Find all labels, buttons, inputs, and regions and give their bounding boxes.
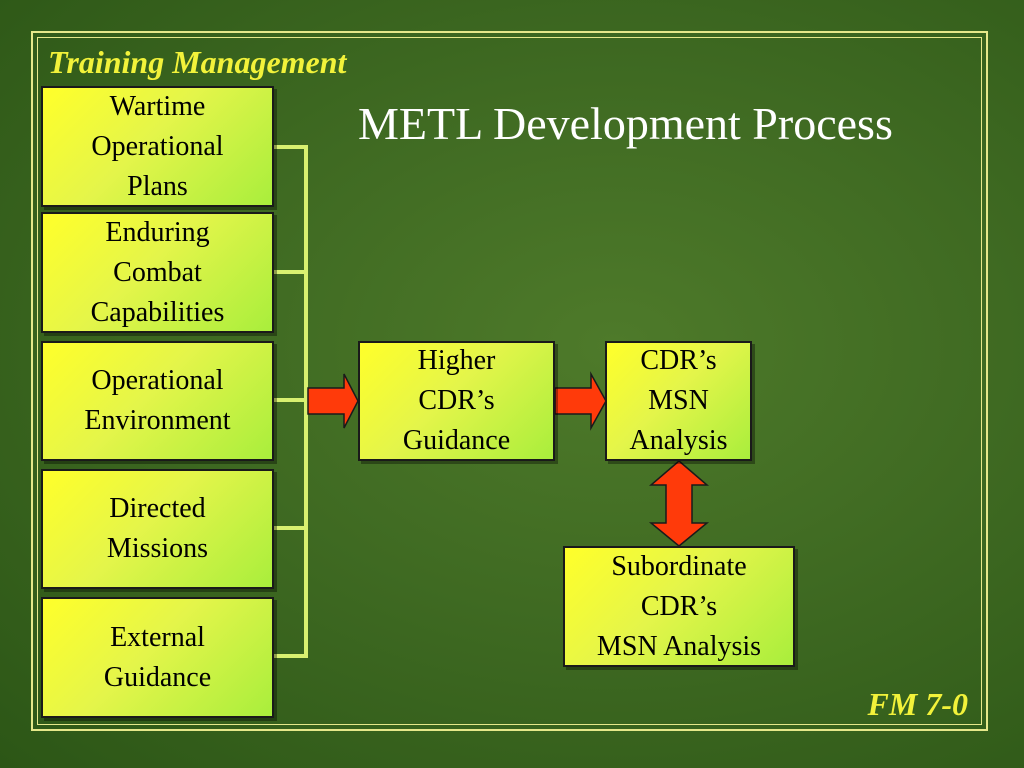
box-line: Wartime	[109, 90, 206, 122]
header-title: Training Management	[48, 44, 347, 80]
box-line: Subordinate	[611, 550, 747, 582]
msn-analysis-box: CDR’s MSN Analysis	[605, 341, 752, 461]
higher-guidance-box: Higher CDR’s Guidance	[358, 341, 555, 461]
box-line: Combat	[113, 256, 202, 288]
footer-reference: FM 7-0	[867, 686, 968, 722]
box-line: Plans	[127, 170, 188, 202]
box-line: Analysis	[629, 425, 728, 456]
slide-title: METL Development Process	[358, 98, 893, 149]
box-line: External	[110, 621, 205, 653]
box-line: CDR’s	[418, 385, 495, 416]
slide-frame-inner	[37, 37, 982, 725]
box-line: MSN	[648, 385, 709, 416]
subordinate-analysis-box: Subordinate CDR’s MSN Analysis	[563, 546, 795, 667]
box-line: Guidance	[402, 425, 511, 456]
input-box-operational-environment: Operational Environment	[41, 341, 274, 461]
box-line: MSN Analysis	[596, 630, 762, 662]
box-line: Operational	[91, 365, 224, 396]
box-line: Environment	[84, 405, 231, 436]
input-box-external-guidance: External Guidance	[41, 597, 274, 718]
box-line: Higher	[417, 345, 496, 376]
box-line: Guidance	[103, 661, 212, 693]
box-line: CDR’s	[640, 590, 718, 622]
box-line: CDR’s	[640, 345, 717, 376]
slide-frame-outer	[31, 31, 988, 731]
box-line: Capabilities	[90, 296, 225, 328]
input-box-combat-capabilities: Enduring Combat Capabilities	[41, 212, 274, 333]
box-line: Missions	[106, 533, 209, 564]
box-line: Operational	[91, 130, 224, 162]
input-box-wartime-plans: Wartime Operational Plans	[41, 86, 274, 207]
input-box-directed-missions: Directed Missions	[41, 469, 274, 589]
box-line: Enduring	[105, 216, 210, 248]
box-line: Directed	[109, 493, 206, 524]
